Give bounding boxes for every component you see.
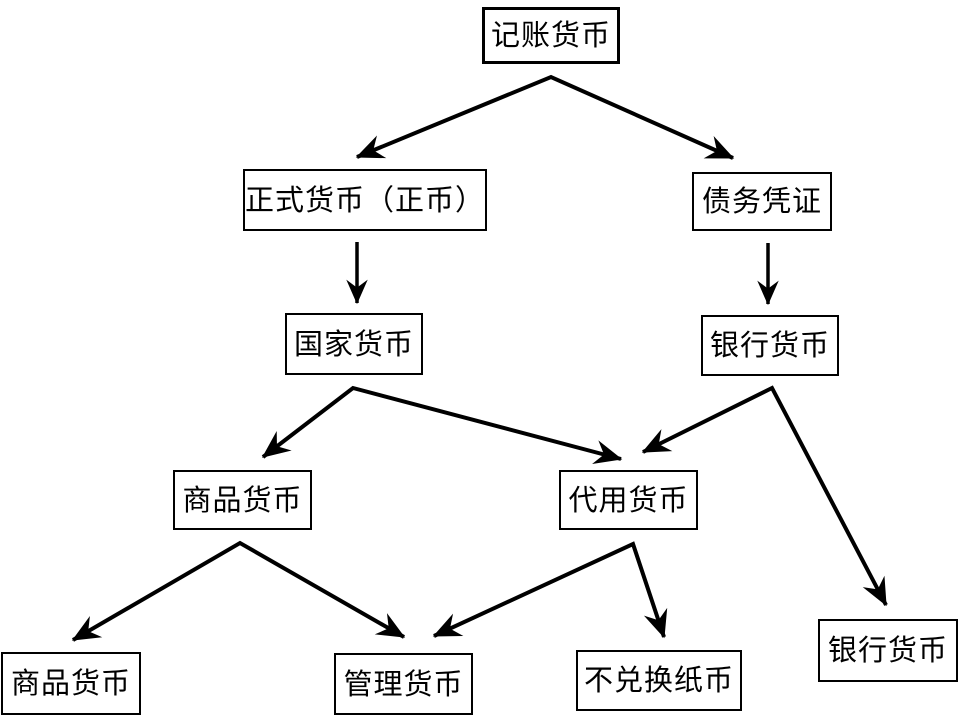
node-formal-money-label: 正式货币（正币）	[245, 184, 486, 217]
edge-commodity-to-leaf-and-managed	[71, 540, 406, 642]
node-managed-money-label: 管理货币	[343, 668, 464, 701]
node-managed-money: 管理货币	[334, 653, 473, 715]
node-money-of-account-label: 记账货币	[490, 20, 611, 52]
node-bank-money-leaf-label: 银行货币	[827, 635, 948, 667]
edge-account-to-formal-and-debt	[355, 74, 735, 160]
node-formal-money: 正式货币（正币）	[243, 169, 487, 231]
node-commodity-money-leaf-label: 商品货币	[10, 668, 131, 700]
node-debt-certificate: 债务凭证	[692, 172, 832, 231]
edge-token-to-managed-and-paper	[432, 541, 668, 639]
node-bank-money: 银行货币	[701, 315, 839, 376]
node-commodity-money-label: 商品货币	[182, 484, 303, 517]
node-state-money: 国家货币	[285, 313, 423, 375]
node-commodity-money-leaf: 商品货币	[1, 652, 141, 715]
node-bank-money-leaf: 银行货币	[818, 619, 958, 682]
edge-state-to-commodity-and-token	[261, 385, 623, 465]
edge-bank-to-token-and-bankleaf	[641, 385, 888, 607]
node-token-money-label: 代用货币	[568, 484, 689, 517]
node-token-money: 代用货币	[559, 470, 698, 530]
node-commodity-money: 商品货币	[173, 470, 312, 530]
node-inconvertible-paper-money: 不兑换纸币	[576, 650, 742, 711]
node-inconvertible-paper-money-label: 不兑换纸币	[583, 665, 734, 697]
node-bank-money-label: 银行货币	[709, 330, 830, 362]
node-money-of-account: 记账货币	[482, 7, 620, 64]
node-debt-certificate-label: 债务凭证	[701, 186, 822, 218]
node-state-money-label: 国家货币	[293, 328, 414, 361]
